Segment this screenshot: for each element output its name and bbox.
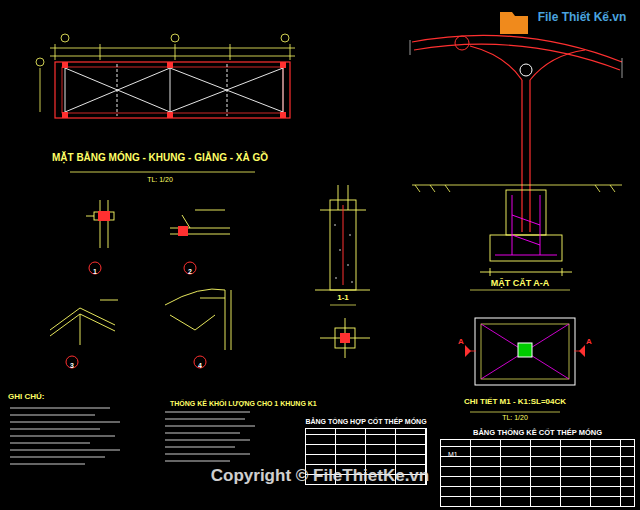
table: BẢNG THỐNG KÊ CỐT THÉP MÓNG bbox=[440, 428, 635, 507]
callout-number: 2 bbox=[188, 268, 192, 276]
table-heading: THỐNG KÊ KHỐI LƯỢNG CHO 1 KHUNG K1 bbox=[170, 400, 317, 408]
section-title: 1-1 bbox=[337, 294, 349, 303]
scale-note: TL: 1/20 bbox=[502, 414, 528, 422]
callout-number: 1 bbox=[93, 268, 97, 276]
section-mark: A bbox=[458, 338, 464, 347]
table-grid bbox=[440, 439, 635, 507]
logo: File Thiết Kế.vn bbox=[532, 10, 632, 24]
view-title: CHI TIẾT M1 - K1:SL=04CK bbox=[464, 398, 566, 407]
logo-text: File Thiết Kế.vn bbox=[532, 10, 632, 24]
notes-heading: GHI CHÚ: bbox=[8, 393, 44, 402]
table-heading: BẢNG THỐNG KÊ CỐT THÉP MÓNG bbox=[440, 428, 635, 437]
view-title: MẶT BẰNG MÓNG - KHUNG - GIẰNG - XÀ GỒ bbox=[52, 152, 268, 163]
view-title: MẶT CẮT A-A bbox=[491, 279, 550, 289]
section-mark: A bbox=[586, 338, 592, 347]
scale-note: TL: 1/20 bbox=[147, 176, 173, 184]
table-heading: BẢNG TỔNG HỢP CỐT THÉP MÓNG bbox=[305, 418, 427, 426]
callout-number: 3 bbox=[70, 362, 74, 370]
callout-number: 4 bbox=[198, 362, 202, 370]
watermark: Copyright © FileThietKe.vn bbox=[211, 467, 429, 486]
